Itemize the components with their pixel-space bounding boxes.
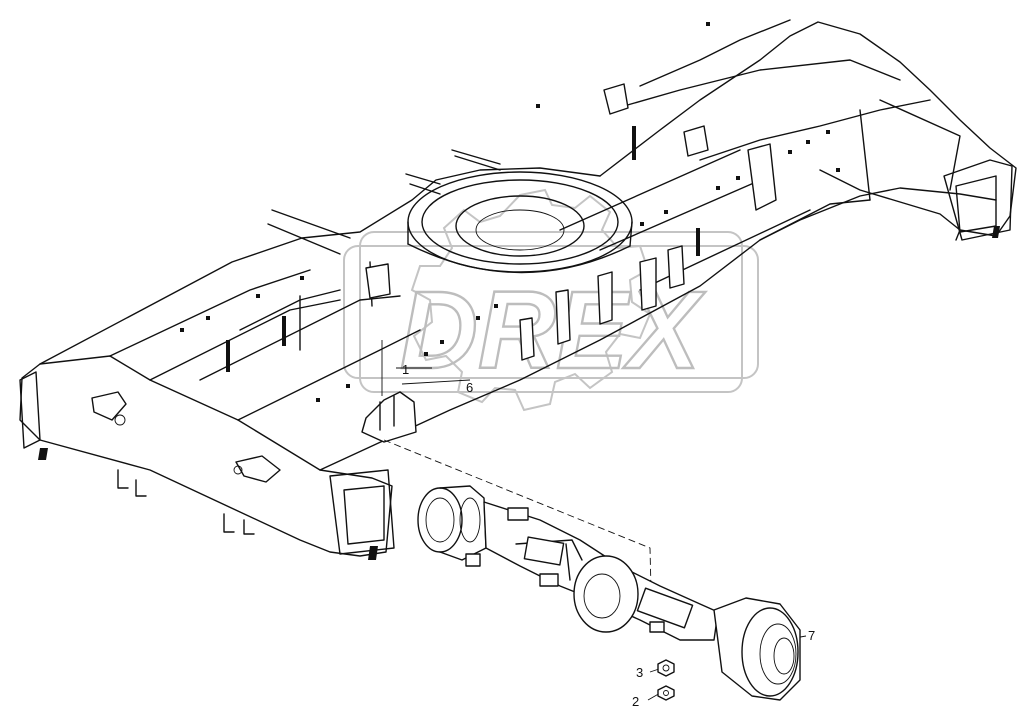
watermark-frame: [359, 231, 743, 393]
callout-3: 3: [636, 665, 643, 680]
watermark-logo: DREX: [343, 188, 759, 412]
callout-2: 2: [632, 694, 639, 709]
callout-7: 7: [808, 628, 815, 643]
callouts: 1 6 7 3 2: [402, 362, 815, 709]
gear-watermark-icon: [410, 188, 652, 412]
axle-drawing: [417, 485, 801, 701]
watermark-text: DREX: [400, 269, 706, 392]
callout-1: 1: [402, 362, 409, 377]
callout-6: 6: [466, 380, 473, 395]
nut-icon: [657, 659, 675, 677]
watermark-frame-outer: [343, 245, 759, 379]
frame-drawing: [19, 19, 1017, 560]
washer-icon: [657, 685, 675, 701]
